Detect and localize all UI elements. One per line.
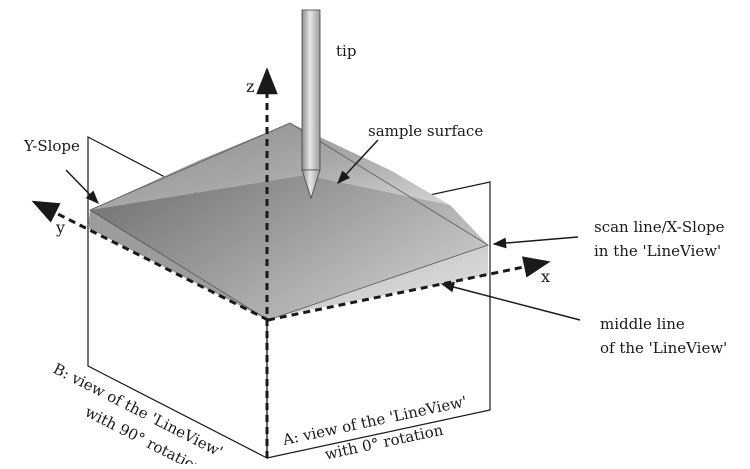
scan-line-pointer <box>492 236 579 249</box>
surface-outline <box>89 122 489 321</box>
y-axis-line <box>31 200 269 322</box>
sample-surface-pointer <box>337 139 379 184</box>
sample-surface-plane <box>88 122 489 321</box>
surface-middle-facet <box>90 175 488 320</box>
middle-line-label-line2: of the 'LineView' <box>600 339 727 357</box>
scan-line-label-line1: scan line/X-Slope <box>594 218 725 236</box>
tip-probe <box>301 9 321 200</box>
sample-surface-label: sample surface <box>368 122 483 140</box>
y-axis-label: y <box>55 218 65 237</box>
surface-upper-facet <box>90 123 450 210</box>
z-axis-label: z <box>246 77 254 96</box>
middle-line-pointer <box>440 281 581 321</box>
tip-label: tip <box>336 42 356 60</box>
x-axis-label: x <box>541 267 550 286</box>
y-slope-label: Y-Slope <box>23 137 80 155</box>
y-slope-pointer <box>65 169 99 204</box>
middle-line-label-line1: middle line <box>600 315 685 333</box>
scan-line-label-line2: in the 'LineView' <box>594 242 721 260</box>
